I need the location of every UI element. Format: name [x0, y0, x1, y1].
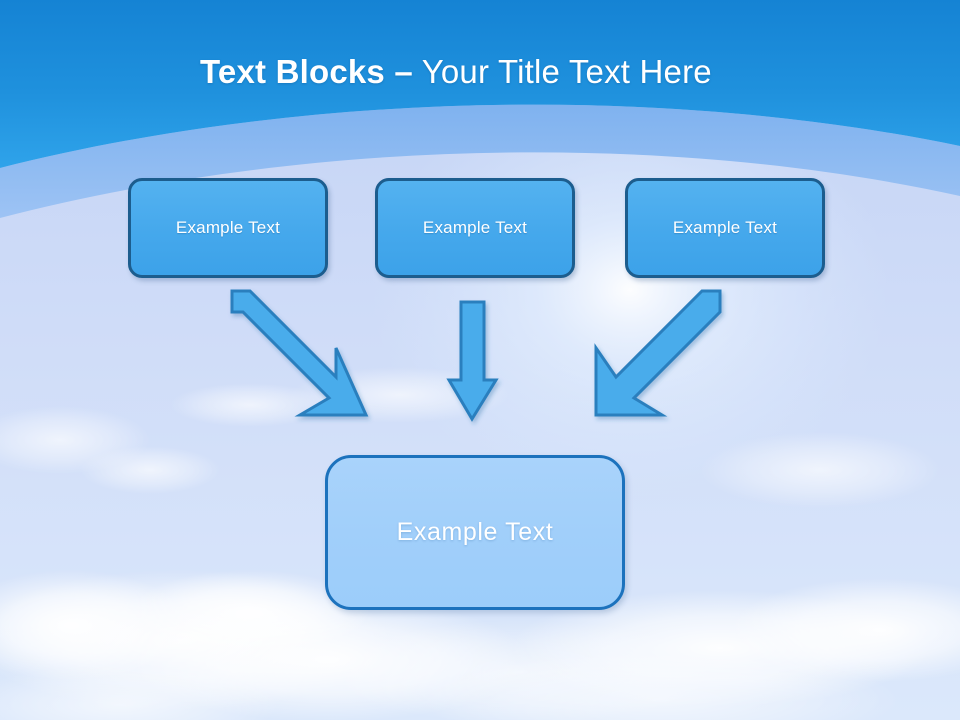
text-block-1-label: Example Text — [175, 218, 281, 237]
text-block-1[interactable]: Example Text — [128, 178, 328, 278]
text-block-2[interactable]: Example Text — [375, 178, 575, 278]
summary-text-block-label: Example Text — [396, 518, 554, 546]
text-block-3[interactable]: Example Text — [625, 178, 825, 278]
summary-text-block[interactable]: Example Text — [325, 455, 625, 610]
header-banner — [0, 0, 960, 168]
page-title: Text Blocks – Your Title Text Here — [200, 50, 712, 94]
page-title-light: Your Title Text Here — [412, 53, 712, 90]
header-accent-band — [0, 104, 960, 218]
text-block-3-label: Example Text — [672, 218, 778, 237]
cloud-group — [0, 367, 960, 720]
page-title-bold: Text Blocks – — [200, 53, 413, 90]
text-block-2-label: Example Text — [422, 218, 528, 237]
